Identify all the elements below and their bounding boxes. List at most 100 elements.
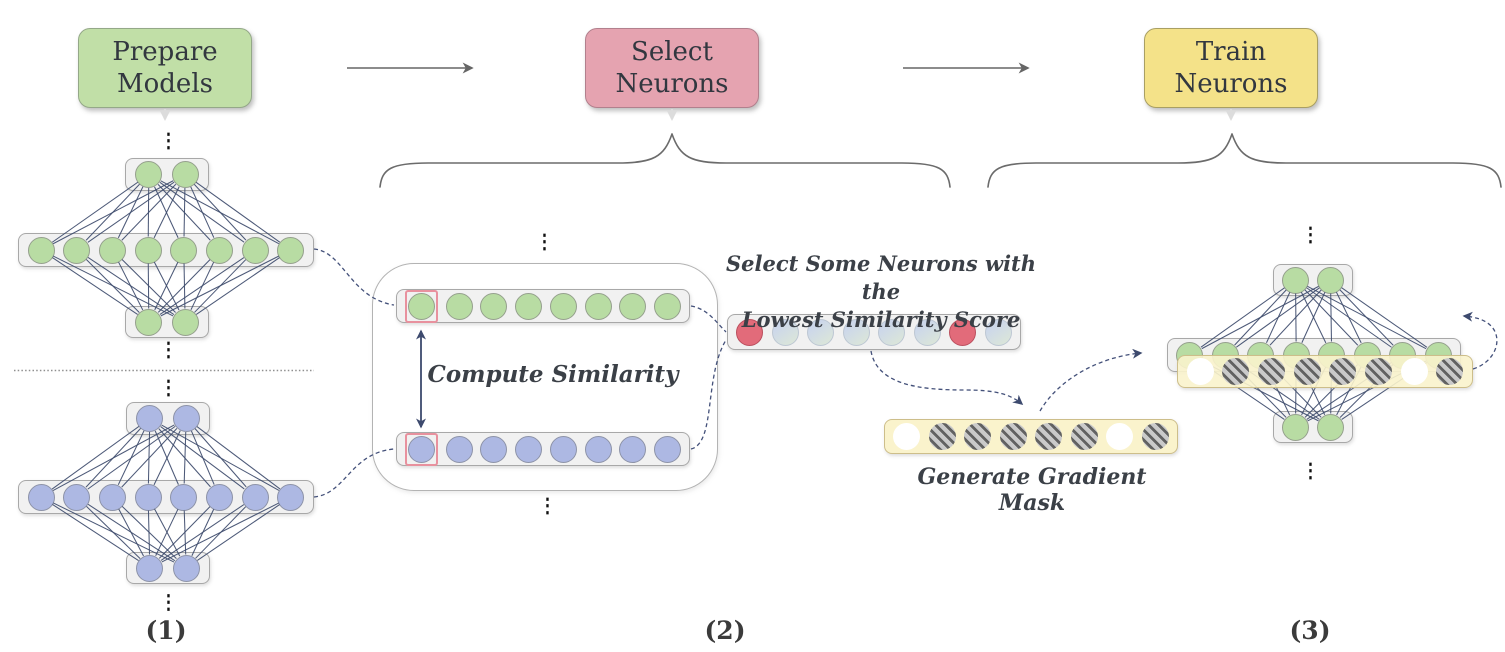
hatch-neuron (1329, 358, 1357, 385)
train-net-layer-bot (1273, 411, 1353, 443)
select-neurons-caption: Select Some Neurons with the Lowest Simi… (721, 250, 1041, 334)
grad-neuron (807, 318, 835, 346)
blue-neuron (63, 483, 91, 511)
green-neuron (134, 236, 162, 264)
green-neuron (1282, 266, 1309, 294)
blue-neuron (277, 483, 305, 511)
prepare-models-box: Prepare Models (78, 28, 252, 108)
green-neuron (1317, 413, 1344, 441)
ellipsis: ⋮ (1302, 223, 1319, 247)
ellipsis: ⋮ (1302, 459, 1319, 483)
green-neuron (241, 236, 269, 264)
white-neuron (1400, 358, 1428, 385)
blue-neuron (136, 554, 164, 582)
hatch-neuron (1141, 423, 1169, 450)
hatch-neuron (964, 423, 992, 450)
hatch-neuron (999, 423, 1027, 450)
blue-neuron (480, 435, 508, 463)
hatch-neuron (1293, 358, 1321, 385)
green-neuron (277, 236, 305, 264)
blue-neuron (445, 435, 473, 463)
train-neurons-box: Train Neurons (1144, 28, 1318, 108)
green-neuron (407, 292, 435, 320)
hatch-neuron (1035, 423, 1063, 450)
stage-label-line: Train (1195, 36, 1267, 67)
compute-similarity-label: Compute Similarity (427, 361, 679, 388)
similarity-row-model-b (396, 432, 690, 466)
train-net-mask-overlay (1177, 355, 1473, 388)
brace-train (987, 133, 1502, 188)
green-neuron (549, 292, 577, 320)
blue-neuron (654, 435, 682, 463)
green-neuron (63, 236, 91, 264)
red-neuron (949, 318, 977, 346)
red-neuron (736, 318, 764, 346)
similarity-row-model-a (396, 289, 690, 323)
blue-neuron (241, 483, 269, 511)
brace-select (379, 133, 951, 188)
grad-neuron (771, 318, 799, 346)
white-neuron (893, 423, 921, 450)
model-b-layer-bot (126, 552, 210, 584)
grad-neuron (913, 318, 941, 346)
green-neuron (171, 161, 199, 188)
ellipsis: ⋮ (539, 494, 556, 518)
white-neuron (1186, 358, 1214, 385)
model-a-layer-bot (125, 306, 209, 338)
stage-label-line: Neurons (1174, 69, 1288, 99)
grad-neuron (984, 318, 1012, 346)
ellipsis: ⋮ (160, 376, 177, 400)
green-neuron (135, 161, 163, 188)
blue-neuron (170, 483, 198, 511)
model-b-layer-mid (18, 480, 314, 514)
green-neuron (135, 308, 163, 336)
ellipsis: ⋮ (160, 129, 177, 153)
model-a-layer-mid (18, 233, 314, 267)
ellipsis: ⋮ (160, 338, 177, 362)
hatch-neuron (1364, 358, 1392, 385)
blue-neuron (172, 405, 200, 432)
train-net-layer-top (1273, 264, 1353, 296)
grad-neuron (878, 318, 906, 346)
stage-label-line: Prepare (112, 36, 218, 67)
green-neuron (1282, 413, 1309, 441)
hatch-neuron (1222, 358, 1250, 385)
green-neuron (584, 292, 612, 320)
blue-neuron (136, 405, 164, 432)
blue-neuron (27, 483, 55, 511)
model-b-layer-top (126, 402, 210, 435)
select-caption-line2: Lowest Similarity Score (741, 307, 1021, 332)
blue-neuron (619, 435, 647, 463)
step-2-label: (2) (704, 616, 746, 645)
grad-neuron (842, 318, 870, 346)
hatch-neuron (928, 423, 956, 450)
ellipsis: ⋮ (160, 591, 177, 615)
blue-neuron (549, 435, 577, 463)
green-neuron (171, 308, 199, 336)
green-neuron (445, 292, 473, 320)
blue-neuron (172, 554, 200, 582)
model-a-layer-top (125, 158, 209, 191)
hatch-neuron (1436, 358, 1464, 385)
blue-neuron (98, 483, 126, 511)
blue-neuron (584, 435, 612, 463)
arrow-mask-to-network (1039, 348, 1143, 412)
green-neuron (98, 236, 126, 264)
select-caption-line1: Select Some Neurons with the (725, 251, 1037, 304)
green-neuron (205, 236, 233, 264)
selected-neuron-highlight (404, 289, 438, 323)
stage-label-line: Select (631, 36, 713, 67)
blue-neuron (134, 483, 162, 511)
green-neuron (480, 292, 508, 320)
green-neuron (27, 236, 55, 264)
green-neuron (654, 292, 682, 320)
green-neuron (619, 292, 647, 320)
stage-label-line: Neurons (615, 69, 729, 99)
green-neuron (170, 236, 198, 264)
arrow-score-to-mask (870, 350, 1024, 405)
hatch-neuron (1257, 358, 1285, 385)
hatch-neuron (1070, 423, 1098, 450)
select-neurons-box: Select Neurons (585, 28, 759, 108)
green-neuron (515, 292, 543, 320)
